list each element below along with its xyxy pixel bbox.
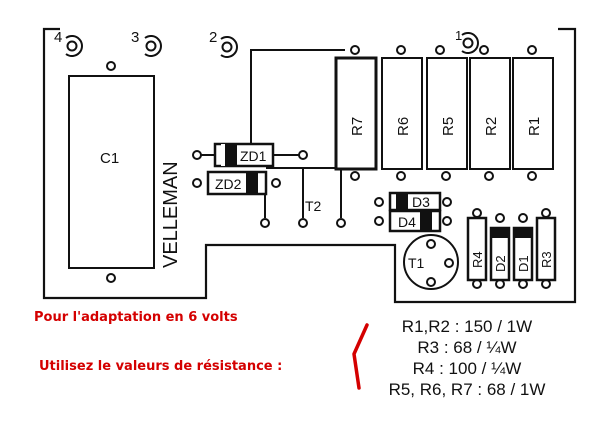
terminal-3: 3 xyxy=(131,29,162,57)
t2-label: T2 xyxy=(305,198,322,214)
terminal-label-3: 3 xyxy=(131,29,139,46)
terminal-2: 2 xyxy=(209,29,238,58)
resistor-r6: R6 xyxy=(381,45,423,181)
terminal-label-2: 2 xyxy=(209,29,217,46)
resistor-r4: R4 xyxy=(466,208,488,289)
resistor-r7: R7 xyxy=(334,56,378,181)
red-bracket xyxy=(352,323,369,390)
resistor-body xyxy=(469,57,511,170)
diode-d1: D1 xyxy=(512,213,534,289)
resistor-body xyxy=(426,57,468,170)
resistor-label: R7 xyxy=(349,117,366,136)
value-r3: R3 : 68 / ¼W xyxy=(417,338,517,357)
brand-label: VELLEMAN xyxy=(160,161,182,268)
terminal-1: 1 xyxy=(455,28,479,54)
terminal-4: 4 xyxy=(54,29,83,57)
d3-label: D3 xyxy=(412,194,430,210)
terminal-label-4: 4 xyxy=(54,29,62,46)
value-r1-r2: R1,R2 : 150 / 1W xyxy=(401,317,533,336)
c1-label: C1 xyxy=(100,150,119,167)
t1-label: T1 xyxy=(408,255,425,271)
resistor-label: R6 xyxy=(395,117,412,136)
pin xyxy=(479,45,489,55)
terminal-label-1: 1 xyxy=(455,28,462,43)
resistor-label: R5 xyxy=(440,117,457,136)
board-outline xyxy=(42,27,577,304)
value-r4: R4 : 100 / ¼W xyxy=(412,359,522,378)
resistor-body xyxy=(334,56,378,171)
resistor-r2: R2 xyxy=(469,45,511,181)
d2-label: D2 xyxy=(493,255,508,272)
resistor-label: R2 xyxy=(483,117,500,136)
resistor-label: R1 xyxy=(526,117,543,136)
diode-d2: D2 xyxy=(489,213,511,289)
resistor-r3: R3 xyxy=(535,208,557,289)
capacitor-c1: C1 xyxy=(68,61,155,283)
pin xyxy=(396,45,406,55)
pin xyxy=(441,171,451,181)
pin xyxy=(527,45,537,55)
pin xyxy=(396,171,406,181)
pin xyxy=(484,171,494,181)
pin xyxy=(350,171,360,181)
zener-zd1: ZD1 xyxy=(192,142,308,168)
resistance-instruction: Utilisez le valeurs de résistance : xyxy=(39,359,283,374)
zd1-label: ZD1 xyxy=(240,148,267,164)
resistor-body xyxy=(381,57,423,170)
adaptation-heading: Pour l'adaptation en 6 volts xyxy=(34,310,238,325)
zener-zd2: ZD2 xyxy=(192,170,281,196)
pin xyxy=(527,171,537,181)
r4-label: R4 xyxy=(470,251,485,268)
resistance-values: R1,R2 : 150 / 1W R3 : 68 / ¼W R4 : 100 /… xyxy=(352,316,582,400)
resistor-body xyxy=(512,57,554,170)
transistor-t1: T1 xyxy=(403,234,459,290)
r3-label: R3 xyxy=(539,251,554,268)
value-r5-r6-r7: R5, R6, R7 : 68 / 1W xyxy=(388,380,546,399)
d1-label: D1 xyxy=(516,255,531,272)
d4-label: D4 xyxy=(398,214,416,230)
diode-d4: D4 xyxy=(374,209,452,233)
resistor-r1: R1 xyxy=(512,45,554,181)
resistor-r5: R5 xyxy=(426,45,468,181)
pin xyxy=(435,45,445,55)
resistor-bank: R7 R6 R5 R2 R1 xyxy=(334,45,554,181)
zd2-label: ZD2 xyxy=(215,176,242,192)
diode-d3: D3 xyxy=(374,191,452,212)
